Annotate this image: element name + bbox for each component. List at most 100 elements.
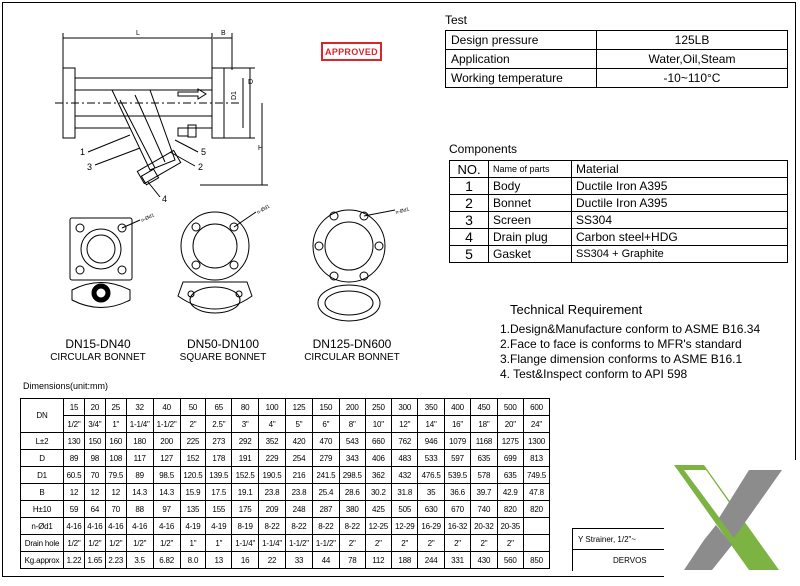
component-row: 5 Gasket SS304 + Graphite [449, 245, 788, 263]
dim-cell: 2.5" [205, 415, 233, 433]
dim-cell: 200 [152, 432, 181, 450]
dim-cell: 287 [311, 500, 340, 518]
dim-cell: 4-19 [179, 517, 207, 535]
dim-cell: 150 [311, 398, 340, 416]
dim-cell: 47.8 [522, 483, 551, 501]
dim-label: B [20, 483, 64, 501]
dim-cell: 20" [496, 415, 524, 433]
dim-cell: 1/2" [125, 534, 154, 552]
dimensions-title: Dimensions(unit:mm) [23, 381, 109, 391]
test-row: Working temperature -10~110°C [445, 68, 788, 88]
dim-cell [522, 534, 551, 552]
dim-cell: 117 [125, 449, 154, 467]
component-part: Drain plug [488, 228, 572, 246]
dim-cell: 4-19 [205, 517, 233, 535]
dim-cell: 254 [285, 449, 313, 467]
dim-cell: 1/2" [63, 415, 85, 433]
component-no: 1 [449, 177, 489, 195]
component-material: Ductile Iron A395 [571, 177, 788, 195]
dim-cell: 25.4 [311, 483, 340, 501]
dim-cell: 1/2" [104, 534, 127, 552]
dim-cell: 483 [391, 449, 419, 467]
label-H: H [258, 145, 263, 152]
test-label: Application [445, 49, 597, 69]
test-title: Test [445, 13, 468, 27]
dim-cell: 40 [152, 398, 181, 416]
dim-cell: 14.3 [152, 483, 181, 501]
dim-cell: 273 [205, 432, 233, 450]
dim-cell: 79.5 [104, 466, 127, 484]
dim-cell: 78 [338, 551, 366, 569]
dim-cell: 152 [179, 449, 207, 467]
dim-cell: 120.5 [179, 466, 207, 484]
dim-cell: 241.5 [311, 466, 340, 484]
dim-cell: 560 [496, 551, 524, 569]
view-caption-1: DN15-DN40 CIRCULAR BONNET [42, 337, 154, 365]
dim-cell: 14.3 [125, 483, 154, 501]
dim-label: Drain hole [20, 534, 64, 552]
dim-cell: 188 [391, 551, 419, 569]
dim-cell: 12-29 [391, 517, 419, 535]
dim-cell: 2" [179, 415, 207, 433]
component-row: 1 Body Ductile Iron A395 [449, 177, 788, 195]
dim-cell: 630 [417, 500, 445, 518]
dim-cell: 543 [338, 432, 366, 450]
dim-cell: 1.22 [63, 551, 85, 569]
dim-cell: 20-32 [470, 517, 498, 535]
dim-cell [522, 517, 551, 535]
dim-cell: 300 [391, 398, 419, 416]
dim-cell: 108 [104, 449, 127, 467]
view-range: DN15-DN40 [65, 337, 131, 351]
dim-cell: 1/2" [83, 534, 106, 552]
dim-cell: 35 [417, 483, 445, 501]
dim-cell: 850 [522, 551, 551, 569]
dim-label: D [20, 449, 64, 467]
view-type: CIRCULAR BONNET [304, 352, 400, 363]
dim-cell: 4" [258, 415, 286, 433]
dim-cell: 343 [338, 449, 366, 467]
dim-cell: 539.5 [443, 466, 472, 484]
dim-cell: 127 [152, 449, 181, 467]
dim-cell: 8-22 [258, 517, 286, 535]
components-header: NO. Name of parts Material [449, 160, 788, 178]
dim-cell: 16-32 [443, 517, 472, 535]
test-row: Design pressure 125LB [445, 30, 788, 50]
dim-cell: 946 [417, 432, 445, 450]
component-material: SS304 + Graphite [571, 245, 788, 263]
dim-cell: 1-1/4" [258, 534, 286, 552]
technical-item: 1.Design&Manufacture conform to ASME B16… [500, 322, 761, 336]
test-value: 125LB [596, 30, 788, 50]
dim-cell: 380 [338, 500, 366, 518]
view-caption-2: DN50-DN100 SQUARE BONNET [168, 337, 278, 365]
hole-label-1: n-Ød1 [140, 212, 155, 223]
test-value: Water,Oil,Steam [596, 49, 788, 69]
callout-3: 3 [87, 162, 92, 172]
dim-cell: 244 [417, 551, 445, 569]
dim-cell: 2" [364, 534, 393, 552]
dim-cell: 22 [258, 551, 286, 569]
dim-cell: 175 [231, 500, 260, 518]
x-logo-icon [674, 465, 782, 570]
dim-cell: 476.5 [417, 466, 445, 484]
dim-cell: 209 [258, 500, 286, 518]
dim-cell: 1079 [443, 432, 472, 450]
dim-cell: 130 [63, 432, 85, 450]
dim-cell: 425 [364, 500, 393, 518]
dim-cell: 1-1/4" [125, 415, 154, 433]
dim-cell: 17.5 [205, 483, 233, 501]
dim-cell: 100 [258, 398, 286, 416]
dim-cell: 44 [311, 551, 340, 569]
label-D1: D1 [231, 91, 238, 100]
dim-cell: 178 [205, 449, 233, 467]
dim-cell: 23.8 [258, 483, 286, 501]
dim-cell: 20-35 [496, 517, 524, 535]
dim-cell: 2" [443, 534, 472, 552]
dim-cell: 12 [83, 483, 106, 501]
callout-5: 5 [201, 147, 206, 157]
dim-cell: 30.2 [364, 483, 393, 501]
dim-cell: 6" [311, 415, 340, 433]
